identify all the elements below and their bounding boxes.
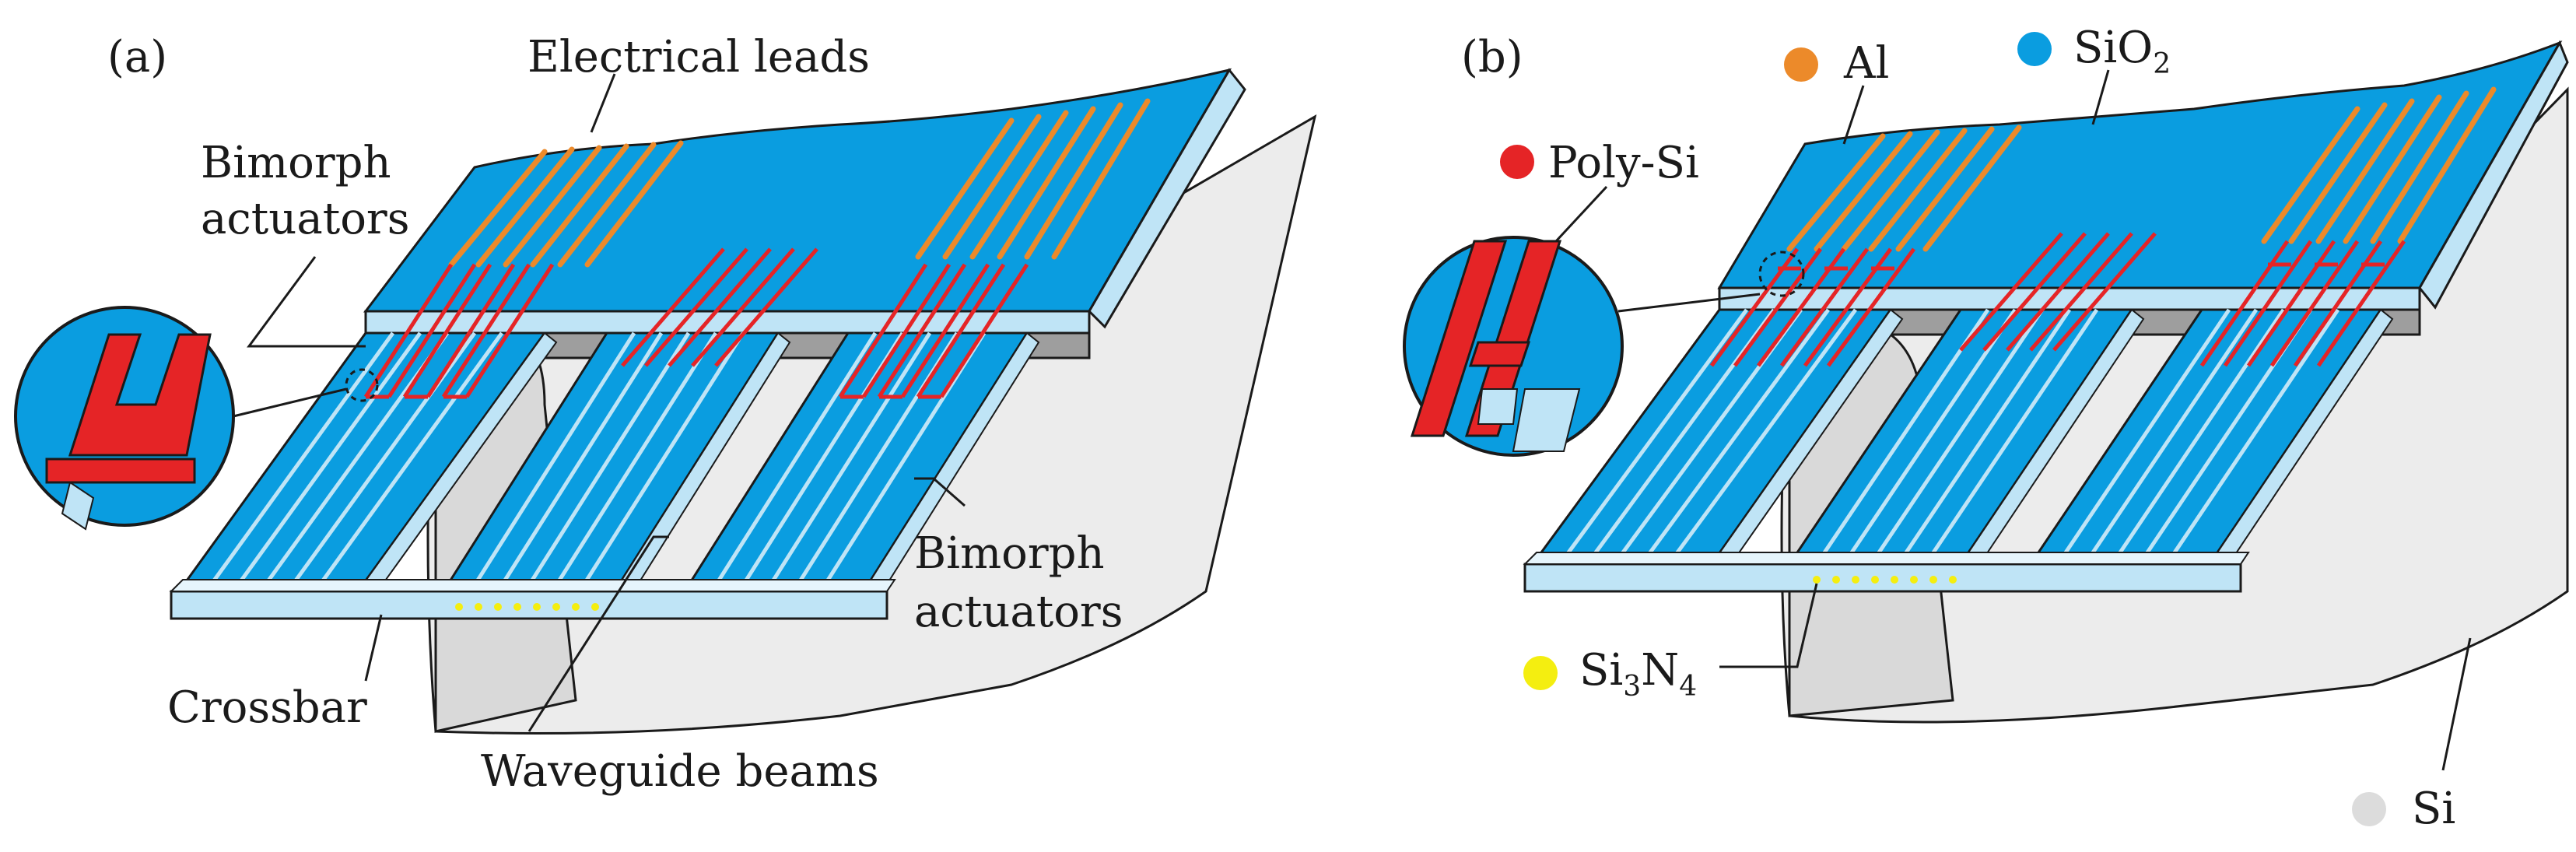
al-leads-a	[448, 98, 1151, 268]
al-leads-b	[1786, 86, 2497, 252]
label-bimorph-right-1: Bimorph	[914, 528, 1105, 579]
legend-al-label: Al	[1843, 38, 1889, 89]
label-waveguide-beams: Waveguide beams	[481, 746, 879, 797]
crossbar-top	[169, 579, 896, 592]
si3n4-dots-a	[455, 603, 599, 611]
label-bimorph-top-1: Bimorph	[201, 138, 391, 188]
legend-si3n4-swatch	[1523, 656, 1558, 690]
legend-al-swatch	[1784, 47, 1818, 82]
legend-sio2-label: SiO2	[2073, 23, 2171, 80]
panel-a	[14, 68, 1317, 735]
legend-si-label: Si	[2412, 784, 2455, 834]
legend-si-swatch	[2352, 792, 2386, 826]
si3n4-dots-b	[1813, 576, 1957, 584]
legend-sio2-swatch	[2017, 32, 2052, 66]
label-bimorph-right-2: actuators	[914, 587, 1123, 637]
polysi-h-b	[1709, 232, 2406, 367]
inset-marker-b	[1758, 251, 1805, 297]
label-crossbar: Crossbar	[167, 682, 367, 733]
legend-polysi-label: Poly-Si	[1548, 138, 1699, 188]
panel-b	[1403, 32, 2569, 826]
zoom-inset-a	[14, 306, 235, 531]
label-bimorph-top-2: actuators	[201, 194, 409, 244]
legend-si3n4-label: Si3N4	[1579, 645, 1697, 703]
inset-marker-a	[345, 368, 379, 402]
polysi-loops-a	[363, 247, 1029, 399]
crossbar	[170, 590, 888, 620]
label-electrical-leads: Electrical leads	[527, 32, 870, 82]
crossbar-top-b	[1523, 552, 2250, 565]
zoom-inset-b	[1403, 236, 1624, 457]
sio2-membrane-side-b	[2418, 40, 2569, 310]
legend-polysi-swatch	[1500, 145, 1534, 179]
crossbar-b	[1523, 563, 2242, 593]
sio2-membrane-b	[1717, 40, 2563, 289]
panel-a-tag: (a)	[107, 32, 167, 82]
sio2-membrane-side	[1088, 68, 1246, 329]
panel-b-tag: (b)	[1461, 32, 1523, 82]
sio2-membrane	[363, 68, 1232, 313]
